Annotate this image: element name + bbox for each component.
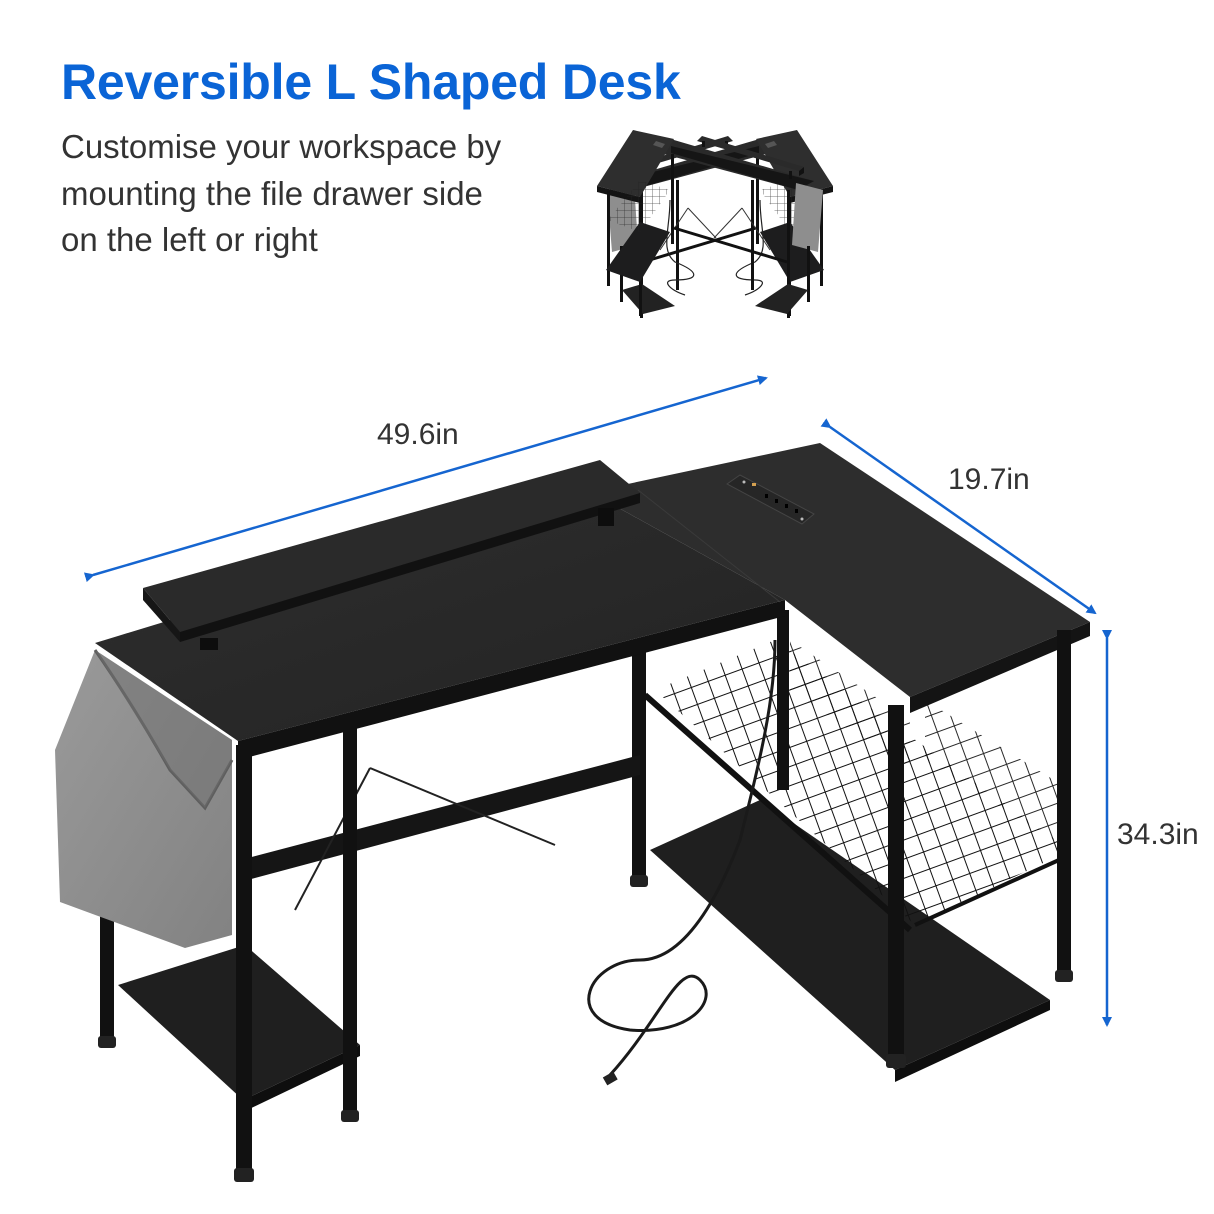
- subtitle: Customise your workspace by mounting the…: [61, 124, 581, 264]
- desk-crossbar: [240, 755, 640, 882]
- thumbnail-right-config: [597, 130, 823, 318]
- subtitle-line-3: on the left or right: [61, 221, 318, 258]
- power-plug-icon: [602, 1071, 618, 1086]
- depth-arrow: [820, 418, 1097, 615]
- depth-dimension-label: 19.7in: [948, 463, 1030, 496]
- return-lower-shelf: [650, 800, 1050, 1070]
- power-cord: [587, 639, 777, 1077]
- felt-storage-pocket: [55, 649, 234, 948]
- page-title: Reversible L Shaped Desk: [61, 54, 681, 110]
- height-dimension-label: 34.3in: [1117, 818, 1199, 851]
- width-dimension-label: 49.6in: [377, 418, 459, 451]
- mesh-shelf: [655, 640, 1070, 925]
- width-arrow: [83, 375, 768, 583]
- desk-legs-front: [98, 630, 1073, 1182]
- subtitle-line-2: mounting the file drawer side: [61, 174, 483, 212]
- subtitle-line-1: Customise your workspace by: [61, 128, 502, 165]
- dimension-arrows: [83, 375, 1112, 1027]
